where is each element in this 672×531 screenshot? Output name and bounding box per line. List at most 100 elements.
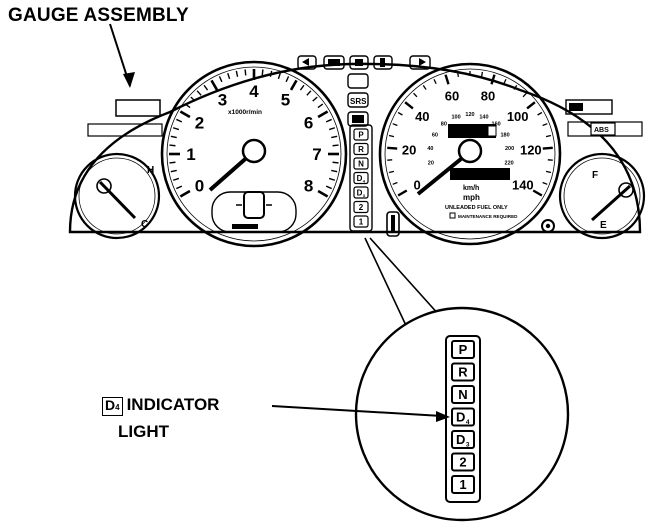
speed-tick — [543, 148, 553, 149]
tach-tick — [180, 112, 190, 118]
speed-tick — [492, 75, 495, 85]
tach-numeral: 7 — [312, 145, 321, 164]
speed-tick — [434, 79, 436, 84]
speed-tick — [389, 171, 394, 172]
speed-tick — [543, 182, 548, 184]
speed-mph-numeral: 60 — [445, 89, 459, 104]
speed-mph-unit: mph — [463, 193, 480, 202]
tach-numeral: 2 — [195, 114, 204, 133]
speed-kmh-numeral: 220 — [505, 160, 514, 166]
maintenance-icon — [450, 213, 455, 218]
tach-tick — [171, 170, 177, 171]
speed-kmh-numeral: 100 — [451, 115, 460, 121]
tach-tick — [197, 91, 201, 95]
tach-tick — [171, 136, 177, 137]
speed-tick — [414, 93, 417, 97]
tach-tick — [331, 170, 337, 171]
tach-tick — [212, 80, 218, 90]
speed-kmh-numeral: 60 — [432, 133, 438, 139]
tach-tick — [286, 76, 288, 81]
speed-tick — [398, 113, 402, 116]
tach-tick — [176, 119, 181, 121]
tach-numeral: 4 — [249, 82, 259, 101]
svg-text:D: D — [456, 410, 465, 425]
speed-mph-numeral: 20 — [402, 142, 416, 157]
speed-tick — [523, 93, 526, 97]
tach-tick — [329, 128, 335, 130]
d4-light-text: LIGHT — [118, 423, 169, 440]
center-gear-2: 2 — [354, 202, 368, 213]
speed-tick — [527, 102, 535, 108]
speed-tick — [546, 171, 551, 172]
svg-text:N: N — [358, 159, 364, 168]
tach-tick — [219, 76, 221, 81]
svg-text:R: R — [358, 145, 364, 154]
tach-tick — [318, 112, 328, 118]
tach-tick — [180, 191, 190, 197]
tach-numeral: 3 — [218, 90, 227, 109]
speed-hub — [459, 140, 481, 162]
gauge-assembly-title: GAUGE ASSEMBLY — [8, 6, 189, 25]
fuel-gauge: F E — [560, 154, 644, 238]
speed-mph-numeral: 40 — [415, 109, 429, 124]
tach-tick — [300, 85, 304, 90]
left-warning-box — [116, 100, 160, 116]
speed-tick — [504, 79, 506, 84]
speed-mph-numeral: 140 — [512, 178, 534, 193]
unleaded-label: UNLEADED FUEL ONLY — [445, 205, 508, 211]
speed-kmh-numeral: 180 — [500, 133, 509, 139]
tach-tick — [245, 69, 246, 75]
tach-tick — [173, 128, 179, 130]
tach-tick — [318, 191, 328, 197]
speed-kmh-unit: km/h — [463, 185, 479, 192]
magnifier-leader-left — [365, 238, 410, 334]
tach-unit-label: x1000r/min — [228, 109, 262, 116]
tach-tick — [176, 186, 181, 188]
speed-kmh-numeral: 20 — [428, 160, 434, 166]
tach-tick — [331, 136, 337, 137]
seatbelt-indicator — [348, 74, 368, 88]
speed-tick — [405, 102, 413, 108]
speed-kmh-numeral: 40 — [427, 146, 433, 152]
svg-text:N: N — [458, 387, 467, 402]
tach-tick — [333, 162, 339, 163]
tach-tick — [326, 186, 331, 188]
speed-tick — [387, 148, 397, 149]
abs-label: ABS — [594, 127, 609, 134]
magnified-gear-p: P — [452, 341, 474, 358]
svg-text:P: P — [459, 342, 468, 357]
svg-text:1: 1 — [359, 217, 364, 226]
tach-tick — [326, 119, 331, 121]
tach-tick — [313, 97, 317, 101]
speed-tick — [446, 75, 449, 85]
tach-tick — [169, 145, 175, 146]
magnified-gear-n: N — [452, 386, 474, 403]
speed-tick — [398, 191, 407, 196]
tach-tick — [236, 71, 237, 77]
speed-tick — [458, 72, 459, 77]
speed-kmh-numeral: 120 — [465, 112, 474, 118]
svg-text:3: 3 — [466, 442, 470, 449]
center-gear-p: P — [354, 129, 368, 140]
d4-indicator-text: INDICATOR — [127, 395, 220, 414]
speed-tick — [393, 182, 398, 184]
magnified-gear-1: 1 — [452, 476, 474, 493]
speed-tick — [423, 85, 426, 89]
tach-numeral: 5 — [281, 90, 290, 109]
speed-mph-numeral: 80 — [481, 89, 495, 104]
speed-tick — [393, 124, 398, 126]
center-gear-1: 1 — [354, 216, 368, 227]
tach-numeral: 8 — [304, 177, 313, 196]
tach-tick — [270, 71, 271, 77]
d4-badge: D4 — [102, 397, 123, 416]
center-gear-r: R — [354, 144, 368, 155]
tach-tick — [278, 73, 280, 79]
